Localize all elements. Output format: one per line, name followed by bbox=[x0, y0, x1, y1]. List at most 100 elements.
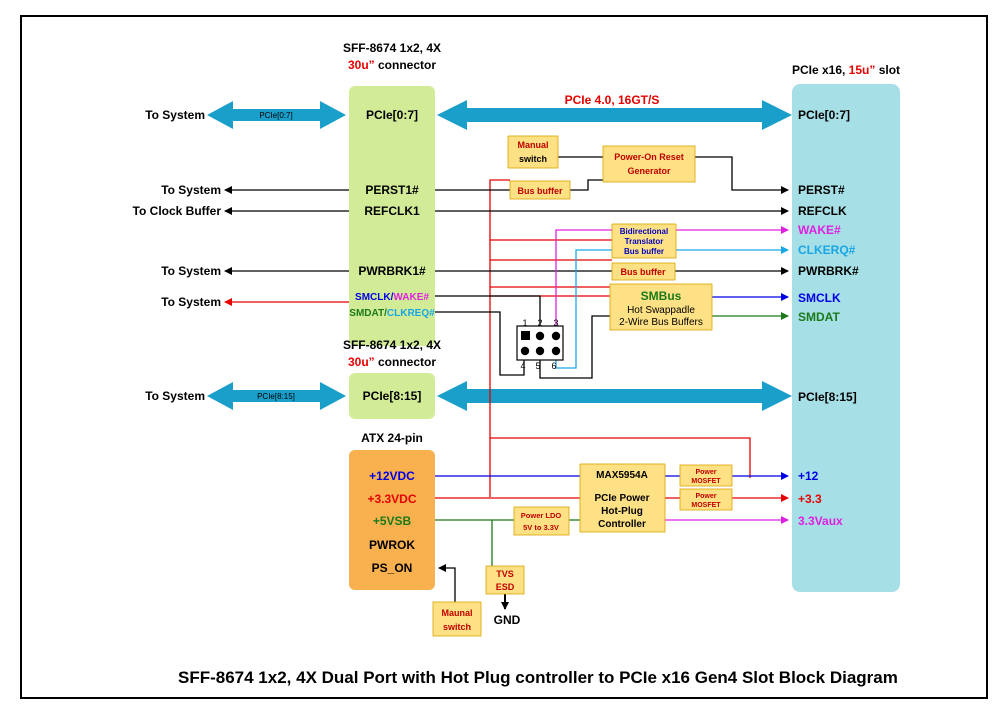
wire-por-slot bbox=[695, 156, 789, 194]
slot-wake: WAKE# bbox=[798, 223, 841, 237]
mosfet-3-3v-line1: Power bbox=[695, 493, 716, 500]
left-to-system-bottom: To System bbox=[145, 389, 205, 403]
controller-line1: PCIe Power bbox=[594, 493, 649, 504]
controller-line3: Controller bbox=[598, 519, 646, 530]
jumper-label-6: 6 bbox=[551, 361, 556, 371]
manual-switch-pson-box bbox=[432, 601, 482, 637]
atx-ps-on: PS_ON bbox=[372, 561, 413, 575]
bidir-line2: Translator bbox=[625, 237, 664, 246]
mosfet-3-3v-box bbox=[679, 488, 733, 511]
atx-title: ATX 24-pin bbox=[361, 431, 423, 445]
atx-pwrok: PWROK bbox=[369, 538, 415, 552]
slot-pcie-0-7: PCIe[0:7] bbox=[798, 108, 850, 122]
wire-clkreq-jumper bbox=[555, 249, 612, 369]
slot-perst: PERST# bbox=[798, 183, 845, 197]
mosfet-12v-line2: MOSFET bbox=[691, 478, 721, 485]
bus-buffer-pwrbrk-label: Bus buffer bbox=[621, 267, 666, 277]
por-line1: Power-On Reset bbox=[614, 152, 684, 162]
slot-clkerq: CLKERQ# bbox=[798, 243, 856, 257]
wire-jumper-smbus bbox=[539, 315, 610, 379]
smbus-line3: 2-Wire Bus Buffers bbox=[619, 317, 703, 328]
jumper-pin-6 bbox=[551, 346, 561, 356]
jumper-label-4: 4 bbox=[520, 361, 525, 371]
bus-arrow-left-bottom bbox=[207, 382, 346, 410]
bidir-line3: Bus buffer bbox=[624, 247, 664, 256]
bus-buffer-perst-label: Bus buffer bbox=[518, 186, 563, 196]
connector-pcie-0-7: PCIe[0:7] bbox=[366, 108, 418, 122]
mosfet-12v-line1: Power bbox=[695, 469, 716, 476]
manual-switch-line2: switch bbox=[519, 154, 547, 164]
atx-12vdc: +12VDC bbox=[369, 469, 415, 483]
left-to-clock-buffer: To Clock Buffer bbox=[133, 204, 222, 218]
slot-smdat: SMDAT bbox=[798, 310, 840, 324]
atx-block bbox=[349, 450, 435, 590]
atx-3-3vdc: +3.3VDC bbox=[367, 492, 416, 506]
jumper-label-2: 2 bbox=[537, 318, 542, 328]
connector-smdat-a: SMDAT/ bbox=[349, 308, 387, 319]
connector-refclk1: REFCLK1 bbox=[364, 204, 420, 218]
slot-pcie-8-15: PCIe[8:15] bbox=[798, 390, 857, 404]
jumper-pin-1 bbox=[521, 331, 530, 340]
slot-title-plating: 15u” bbox=[849, 63, 876, 77]
connector-top-subtitle-rest: connector bbox=[375, 58, 437, 72]
connector-bottom-subtitle-rest: connector bbox=[375, 355, 437, 369]
bus-label-left-top: PCIe[0:7] bbox=[259, 111, 292, 120]
slot-title-a: PCIe x16, bbox=[792, 63, 849, 77]
wire-bus-buffer-out bbox=[570, 179, 603, 191]
tvs-line1: TVS bbox=[496, 569, 514, 579]
connector-perst1: PERST1# bbox=[365, 183, 419, 197]
slot-title-b: slot bbox=[875, 63, 900, 77]
tvs-line2: ESD bbox=[496, 582, 515, 592]
connector-smclk: SMCLK/WAKE# bbox=[355, 292, 429, 303]
jumper-pin-4 bbox=[520, 346, 530, 356]
slot-12v: +12 bbox=[798, 469, 819, 483]
bidir-box bbox=[611, 223, 677, 259]
left-to-system-top: To System bbox=[145, 108, 205, 122]
connector-top-block bbox=[349, 86, 435, 346]
connector-top-plating: 30u” bbox=[348, 58, 375, 72]
left-to-system-perst: To System bbox=[161, 183, 221, 197]
jumper-label-5: 5 bbox=[535, 361, 540, 371]
gnd-label: GND bbox=[494, 613, 521, 627]
smbus-line1: SMBus bbox=[641, 289, 682, 303]
slot-refclk: REFCLK bbox=[798, 204, 847, 218]
manual-switch-box bbox=[507, 135, 559, 169]
bus-arrow-link-bottom bbox=[437, 381, 792, 411]
connector-top-subtitle: 30u” connector bbox=[348, 58, 436, 72]
jumper-pin-5 bbox=[535, 346, 545, 356]
connector-smclk-a: SMCLK/ bbox=[355, 292, 394, 303]
link-label: PCIe 4.0, 16GT/S bbox=[565, 93, 660, 107]
slot-smclk: SMCLK bbox=[798, 291, 841, 305]
manual-switch-line1: Manual bbox=[517, 140, 548, 150]
jumper-pin-3 bbox=[551, 331, 561, 341]
por-line2: Generator bbox=[627, 166, 671, 176]
connector-bottom-plating: 30u” bbox=[348, 355, 375, 369]
connector-smdat-b: CLKREQ# bbox=[387, 308, 435, 319]
connector-pcie-8-15: PCIe[8:15] bbox=[363, 389, 422, 403]
connector-bottom-title: SFF-8674 1x2, 4X bbox=[343, 338, 441, 352]
bus-arrow-link-top bbox=[437, 100, 792, 130]
manual-switch-pson-line1: Maunal bbox=[441, 608, 472, 618]
connector-pwrbrk1: PWRBRK1# bbox=[358, 264, 426, 278]
wire-red-loop bbox=[490, 437, 751, 478]
smbus-box bbox=[609, 283, 713, 331]
bus-label-left-bottom: PCIe[8:15] bbox=[257, 392, 295, 401]
wire-red-backbone bbox=[489, 179, 510, 497]
jumper-label-3: 3 bbox=[553, 318, 558, 328]
connector-top-title: SFF-8674 1x2, 4X bbox=[343, 41, 441, 55]
manual-switch-pson-line2: switch bbox=[443, 622, 471, 632]
wire-smdat-jumper bbox=[435, 311, 525, 376]
connector-bottom-block bbox=[349, 373, 435, 419]
bus-arrow-left-top bbox=[207, 101, 346, 129]
wire-ps-on-switch bbox=[438, 564, 456, 602]
left-to-system-pwrbrk: To System bbox=[161, 264, 221, 278]
bus-buffer-pwrbrk-box bbox=[611, 262, 676, 281]
jumper-pin-2 bbox=[535, 331, 545, 341]
diagram-title: SFF-8674 1x2, 4X Dual Port with Hot Plug… bbox=[178, 668, 898, 687]
controller-top: MAX5954A bbox=[596, 470, 648, 481]
controller-box bbox=[579, 463, 666, 533]
slot-title: PCIe x16, 15u” slot bbox=[792, 63, 900, 77]
bus-buffer-perst-box bbox=[509, 180, 571, 200]
pcie-slot-block bbox=[792, 84, 900, 592]
slot-3-3v: +3.3 bbox=[798, 492, 822, 506]
